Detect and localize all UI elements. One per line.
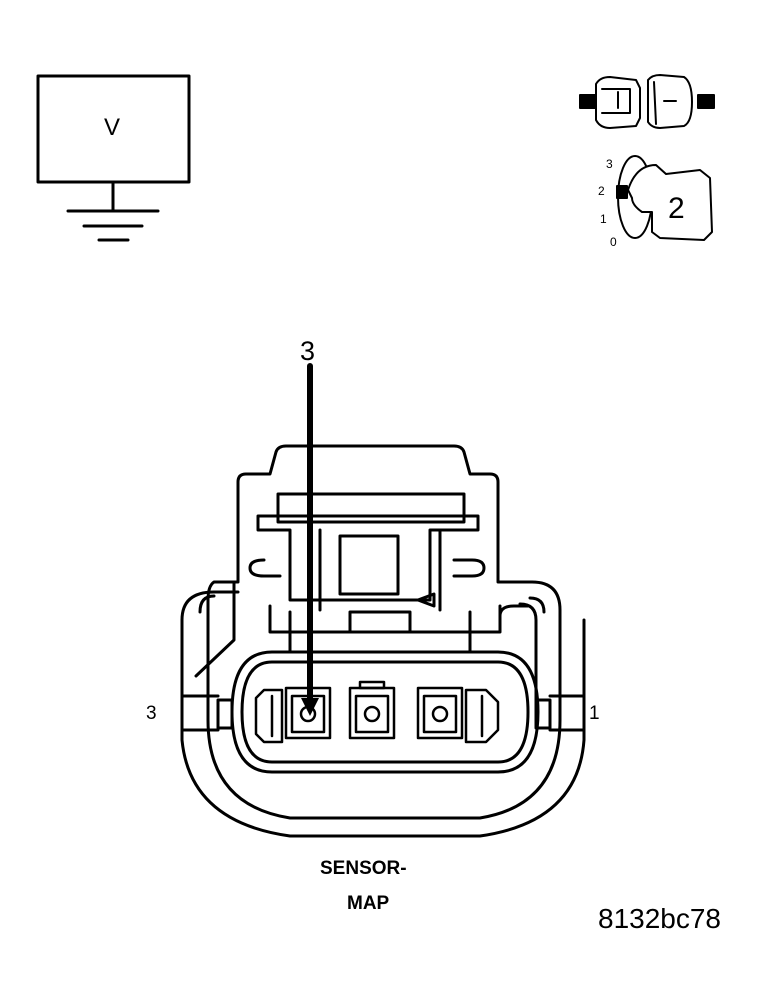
connector-face xyxy=(180,444,586,838)
position-selector-icon xyxy=(616,155,713,241)
terminal-pin-2 xyxy=(348,680,396,740)
callout-pin-number: 3 xyxy=(300,336,316,366)
voltmeter-symbol xyxy=(36,74,191,242)
connector-name-line2: MAP xyxy=(347,893,390,914)
dial-scale-label: 2 xyxy=(598,184,605,198)
pin-callout-arrow xyxy=(301,363,319,716)
connector-plug-icon xyxy=(579,74,715,129)
dial-scale-label: 1 xyxy=(600,212,607,226)
connector-pin-right-label: 1 xyxy=(589,703,600,724)
dial-scale-label: 0 xyxy=(610,235,617,249)
connector-name-line1: SENSOR- xyxy=(320,858,407,879)
terminal-pin-3 xyxy=(254,686,332,744)
figure-id: 8132bc78 xyxy=(598,903,722,934)
terminal-pin-1 xyxy=(416,686,500,744)
dial-selected-position: 2 xyxy=(668,192,685,225)
dial-scale-label: 3 xyxy=(606,157,613,171)
voltmeter-label: V xyxy=(104,114,121,141)
connector-pin-left-label: 3 xyxy=(146,703,157,724)
